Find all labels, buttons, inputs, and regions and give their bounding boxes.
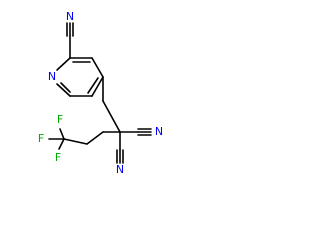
bond-layer — [48, 22, 152, 164]
bond-inner-c4-c5 — [87, 77, 99, 94]
bond-c4-c5 — [91, 76, 104, 97]
bottom-fluorine-label: F — [55, 151, 61, 164]
bond-cf3-fluorine-bottom — [58, 138, 65, 150]
top-fluorine-label: F — [57, 113, 63, 126]
left-fluorine-label: F — [38, 132, 44, 145]
ring-nitrogen-label: N — [48, 70, 56, 83]
right-nitrile-nitrogen-label: N — [155, 125, 163, 138]
top-nitrile-nitrogen-label: N — [66, 10, 74, 23]
bond-ch2b-cf3 — [63, 138, 88, 145]
bond-c6-n1 — [56, 83, 71, 97]
bond-cf3-fluorine-top — [59, 128, 65, 140]
atom-label-layer: N N N N F F F — [38, 10, 163, 176]
bond-inner-c6-n1 — [60, 82, 71, 93]
bond-ch2a-ch2b — [86, 131, 104, 145]
bond-n1-c2 — [56, 57, 71, 71]
bottom-nitrile-nitrogen-label: N — [116, 163, 124, 176]
bond-ch2-quaternary — [102, 100, 121, 133]
molecule-structure-diagram: N N N N F F F — [38, 10, 163, 176]
bond-c3-c4 — [91, 57, 104, 78]
